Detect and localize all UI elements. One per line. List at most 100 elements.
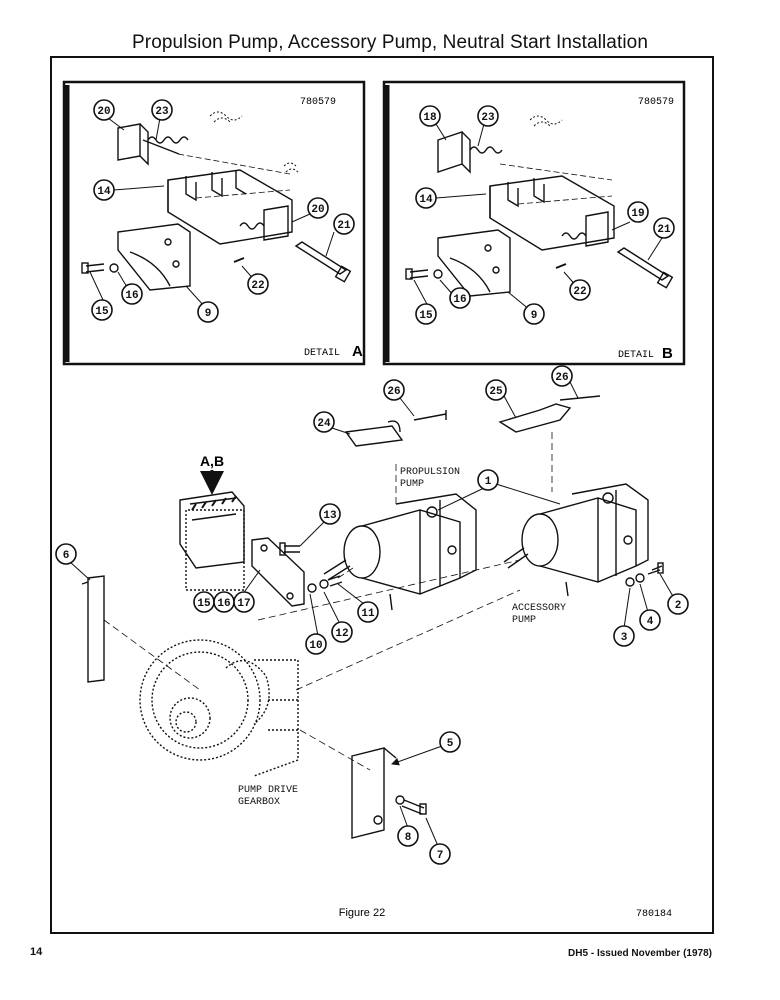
svg-text:26: 26 — [387, 386, 400, 398]
svg-text:20: 20 — [311, 204, 324, 216]
callout-bubble: 15 — [193, 591, 215, 613]
figure-caption: Figure 22 — [339, 907, 385, 919]
callout-bubble: 26 — [551, 365, 573, 387]
callout-bubble: 22 — [569, 279, 591, 301]
svg-text:8: 8 — [405, 832, 412, 844]
svg-text:16: 16 — [217, 598, 230, 610]
callout-bubble: 4 — [639, 609, 661, 631]
svg-text:9: 9 — [205, 308, 212, 320]
accessory-pump — [498, 395, 664, 597]
callout-bubble: 14 — [93, 179, 115, 201]
svg-text:18: 18 — [423, 112, 437, 124]
detail-ref-label: A,B — [200, 453, 224, 469]
callout-bubble: 22 — [247, 273, 269, 295]
callout-bubble: 23 — [151, 99, 173, 121]
callout-bubble: 25 — [485, 379, 507, 401]
detail-b-panel: 780579 — [382, 80, 686, 366]
callout-bubble: 17 — [233, 591, 255, 613]
callout-bubble: 5 — [439, 731, 461, 753]
callout-bubble: 15 — [415, 303, 437, 325]
drawing-number: 780184 — [636, 909, 672, 920]
callout-bubble: 16 — [213, 591, 235, 613]
accessory-pump-label-line1: ACCESSORY — [512, 603, 566, 614]
callout-bubble: 11 — [357, 601, 379, 623]
callout-bubble: 15 — [91, 299, 113, 321]
page-number: 14 — [30, 946, 43, 958]
detail-a-panel: 780579 — [62, 80, 366, 366]
svg-text:19: 19 — [631, 208, 644, 220]
svg-text:9: 9 — [531, 310, 538, 322]
accessory-pump-label-line2: PUMP — [512, 615, 536, 626]
callout-bubble: 16 — [121, 283, 143, 305]
detail-a-letter: A — [352, 343, 363, 360]
svg-text:21: 21 — [337, 220, 351, 232]
main-assembly — [81, 395, 664, 839]
svg-text:15: 15 — [95, 306, 109, 318]
detail-a-callouts: 20 23 14 20 21 22 15 16 9 — [91, 99, 355, 323]
svg-text:24: 24 — [317, 418, 331, 430]
svg-text:7: 7 — [437, 850, 444, 862]
detail-b-label: DETAIL — [618, 350, 654, 361]
detail-b-callouts: 18 23 14 19 21 22 15 16 9 — [415, 105, 675, 325]
svg-text:13: 13 — [323, 510, 337, 522]
svg-text:10: 10 — [309, 640, 322, 652]
detail-b-letter: B — [662, 345, 673, 362]
svg-text:11: 11 — [361, 608, 375, 620]
callout-bubble: 24 — [313, 411, 335, 433]
svg-text:4: 4 — [647, 616, 654, 628]
svg-text:23: 23 — [481, 112, 495, 124]
propulsion-pump-label-line2: PUMP — [400, 479, 424, 490]
svg-text:12: 12 — [335, 628, 348, 640]
page-title: Propulsion Pump, Accessory Pump, Neutral… — [132, 32, 648, 53]
callout-bubble: 3 — [613, 625, 635, 647]
svg-text:16: 16 — [125, 290, 138, 302]
gearbox-label-line1: PUMP DRIVE — [238, 785, 298, 796]
main-callouts: 26 24 26 25 1 13 6 15 16 17 11 12 10 2 4… — [55, 365, 689, 865]
svg-text:22: 22 — [251, 280, 264, 292]
detail-b-drawing-no: 780579 — [638, 97, 674, 108]
figure-frame — [50, 56, 714, 934]
svg-text:17: 17 — [237, 598, 250, 610]
callout-bubble: 21 — [653, 217, 675, 239]
callout-bubble: 2 — [667, 593, 689, 615]
svg-text:14: 14 — [419, 194, 433, 206]
svg-text:22: 22 — [573, 286, 586, 298]
svg-text:26: 26 — [555, 372, 568, 384]
svg-text:15: 15 — [197, 598, 211, 610]
svg-text:23: 23 — [155, 106, 169, 118]
callout-bubble: 18 — [419, 105, 441, 127]
svg-text:2: 2 — [675, 600, 682, 612]
pump-drive-gearbox — [139, 509, 299, 777]
callout-bubble: 21 — [333, 213, 355, 235]
svg-text:3: 3 — [621, 632, 628, 644]
svg-text:6: 6 — [63, 550, 70, 562]
detail-ref-arrow: A,B — [200, 453, 224, 495]
footer-issue: DH5 - Issued November (1978) — [568, 948, 712, 959]
callout-bubble: 6 — [55, 543, 77, 565]
callout-bubble: 20 — [307, 197, 329, 219]
main-text-labels: PROPULSION PUMP ACCESSORY PUMP PUMP DRIV… — [238, 467, 566, 808]
svg-text:15: 15 — [419, 310, 433, 322]
callout-bubble: 14 — [415, 187, 437, 209]
callout-bubble: 13 — [319, 503, 341, 525]
gearbox-label-line2: GEARBOX — [238, 797, 280, 808]
callout-bubble: 7 — [429, 843, 451, 865]
callout-bubble: 12 — [331, 621, 353, 643]
propulsion-pump — [323, 410, 477, 611]
callout-bubble: 8 — [397, 825, 419, 847]
callout-bubble: 1 — [477, 469, 499, 491]
callout-bubble: 23 — [477, 105, 499, 127]
svg-text:25: 25 — [489, 386, 503, 398]
callout-bubble: 10 — [305, 633, 327, 655]
svg-text:20: 20 — [97, 106, 110, 118]
assembly-lines — [103, 432, 553, 771]
svg-text:1: 1 — [485, 476, 492, 488]
detail-a-label: DETAIL — [304, 348, 340, 359]
callout-bubble: 9 — [197, 301, 219, 323]
propulsion-pump-label-line1: PROPULSION — [400, 467, 460, 478]
detail-a-drawing-no: 780579 — [300, 97, 336, 108]
callout-bubble: 9 — [523, 303, 545, 325]
callout-bubble: 20 — [93, 99, 115, 121]
callout-bubble: 19 — [627, 201, 649, 223]
